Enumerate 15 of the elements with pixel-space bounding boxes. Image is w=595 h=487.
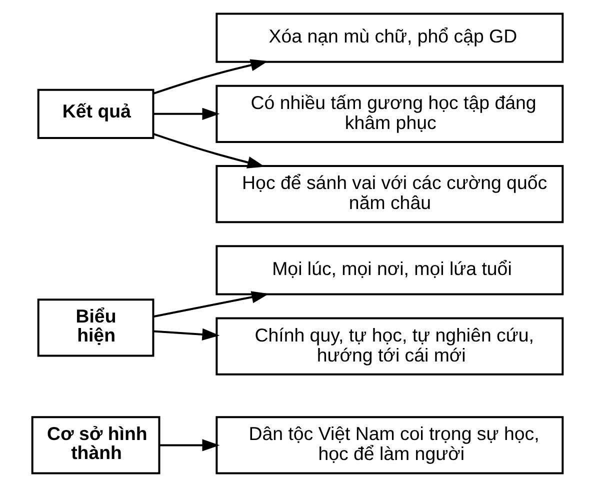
node-box: Biểu hiện [37,298,154,357]
node-box: Kết quả [37,88,154,139]
arrow [153,133,265,168]
arrow [153,328,220,340]
node-box: Cơ sở hình thành [31,416,160,474]
arrow [152,59,268,95]
node-box: Mọi lúc, mọi nơi, mọi lứa tuổi [216,245,564,296]
node-box: Dân tộc Việt Nam coi trọng sự học, học để làm người [216,416,564,474]
arrow [160,439,220,452]
node-box: Học để sánh vai với các cường quốc năm châu [216,165,564,224]
node-box: Xóa nạn mù chữ, phổ cập GD [216,12,564,63]
node-box: Chính quy, tự học, tự nghiên cứu, hướng tới cái mới [216,317,564,376]
arrow [153,291,270,318]
node-box: Có nhiều tấm gương học tập đáng khâm phục [216,84,564,143]
arrow [153,108,220,120]
